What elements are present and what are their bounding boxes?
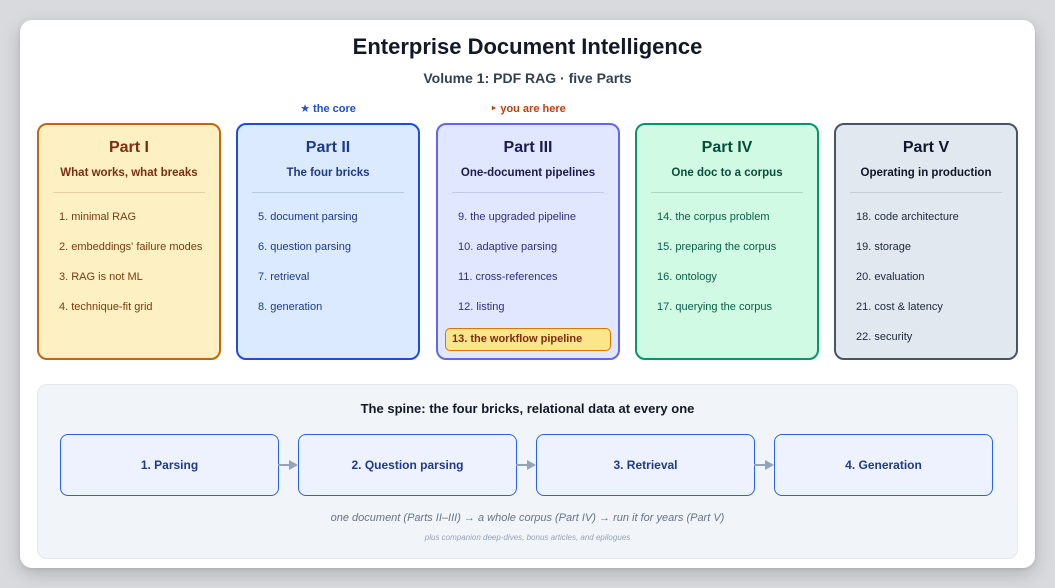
- part-v-chapter-list: 18. code architecture 19. storage 20. eval…: [836, 205, 1016, 355]
- chapter-item: 1. minimal RAG: [59, 211, 137, 223]
- part-iv-number: Part IV: [701, 139, 753, 156]
- arrow-right-icon: [754, 460, 774, 470]
- part-v-number: Part V: [902, 139, 950, 156]
- chapter-item: 19. storage: [856, 241, 912, 253]
- part-ii-chapter-list: 5. document parsing 6. question parsing 7.…: [238, 205, 418, 325]
- brick-generation: 4. Generation: [774, 434, 993, 496]
- spine-title: The spine: the four bricks, relational d…: [360, 401, 695, 416]
- chapter-item: 17. querying the corpus: [657, 301, 772, 313]
- companion-note: plus companion deep-dives, bonus article…: [424, 533, 631, 542]
- brick-parsing: 1. Parsing: [60, 434, 279, 496]
- arrow-right-icon: [278, 460, 298, 470]
- core-tag: ★ the core: [300, 103, 356, 115]
- part-i-card: Part I What works, what breaks 1. minimal …: [37, 123, 221, 360]
- part-iv-name: One doc to a corpus: [671, 167, 783, 179]
- page-title: Enterprise Document Intelligence: [352, 34, 703, 59]
- chapter-item: 9. the upgraded pipeline: [458, 211, 577, 223]
- chapter-item: 7. retrieval: [258, 271, 310, 283]
- divider: [452, 192, 604, 193]
- chapter-item: 18. code architecture: [856, 211, 959, 223]
- chapter-item: 22. security: [856, 331, 913, 343]
- divider: [53, 192, 205, 193]
- chapter-item: 11. cross-references: [458, 271, 558, 283]
- chapter-item: 16. ontology: [657, 271, 717, 283]
- part-iv-card: Part IV One doc to a corpus 14. the corpus…: [635, 123, 819, 360]
- you-are-here-tag: ‣ you are here: [490, 103, 566, 115]
- part-v-name: Operating in production: [860, 167, 992, 179]
- part-i-number: Part I: [108, 139, 149, 156]
- part-ii-card: Part II The four bricks 5. document parsin…: [236, 123, 420, 360]
- divider: [850, 192, 1002, 193]
- part-ii-number: Part II: [305, 139, 351, 156]
- chapter-item: 2. embeddings' failure modes: [59, 241, 203, 253]
- divider: [252, 192, 404, 193]
- chapter-item: 6. question parsing: [258, 241, 351, 253]
- brick-retrieval: 3. Retrieval: [536, 434, 755, 496]
- part-i-name: What works, what breaks: [60, 167, 198, 179]
- chapter-item: 21. cost & latency: [856, 301, 943, 313]
- chapter-item: 10. adaptive parsing: [458, 241, 558, 253]
- brick-question-parsing: 2. Question parsing: [298, 434, 517, 496]
- chapter-item: 14. the corpus problem: [657, 211, 770, 223]
- part-iii-name: One-document pipelines: [460, 167, 596, 179]
- current-chapter-item: 13. the workflow pipeline: [445, 328, 611, 351]
- part-iv-chapter-list: 14. the corpus problem 15. preparing the …: [637, 205, 817, 325]
- chapter-item: 8. generation: [258, 301, 323, 313]
- page-subtitle: Volume 1: PDF RAG · five Parts: [423, 70, 632, 86]
- divider: [651, 192, 803, 193]
- part-ii-name: The four bricks: [286, 167, 370, 179]
- chapter-item: 5. document parsing: [258, 211, 358, 223]
- arrow-right-icon: [516, 460, 536, 470]
- part-iii-chapter-list: 9. the upgraded pipeline 10. adaptive par…: [438, 205, 618, 351]
- part-iii-card: Part III One-document pipelines 9. the upg…: [436, 123, 620, 360]
- chapter-item: 12. listing: [458, 301, 505, 313]
- part-v-card: Part V Operating in production 18. code ar…: [834, 123, 1018, 360]
- part-iii-number: Part III: [503, 139, 553, 156]
- chapter-item: 3. RAG is not ML: [59, 271, 143, 283]
- part-i-chapter-list: 1. minimal RAG 2. embeddings' failure mod…: [39, 205, 219, 325]
- progression-note: one document (Parts II–III) → a whole co…: [330, 512, 725, 524]
- chapter-item: 20. evaluation: [856, 271, 925, 283]
- chapter-item: 4. technique-fit grid: [59, 301, 153, 313]
- chapter-item: 15. preparing the corpus: [657, 241, 777, 253]
